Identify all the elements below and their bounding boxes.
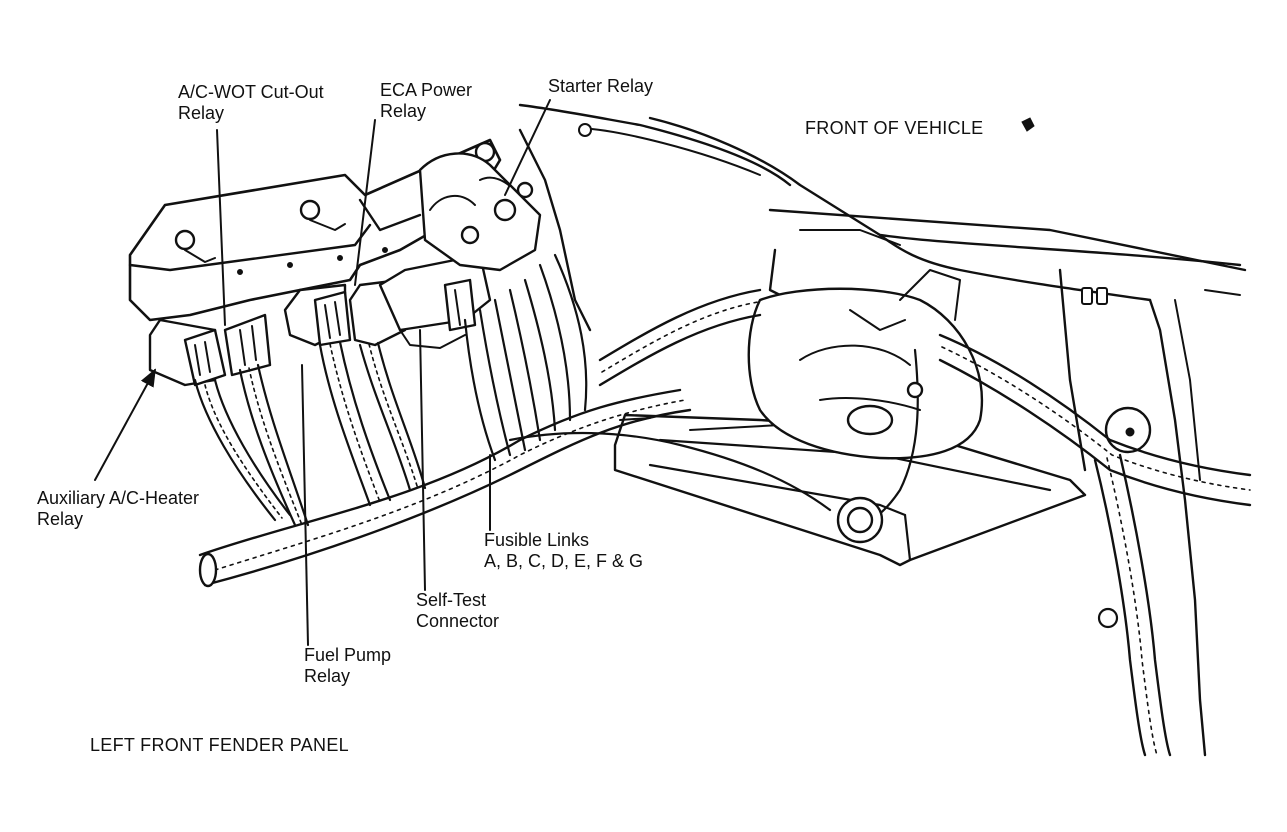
battery-tray — [613, 413, 1087, 567]
wiring-harness — [193, 253, 1252, 757]
fusible-links-label: Fusible Links A, B, C, D, E, F & G — [484, 530, 644, 571]
aux-ac-heater-relay-label: Auxiliary A/C-Heater Relay — [37, 488, 200, 529]
location-label: LEFT FRONT FENDER PANEL — [90, 735, 349, 755]
booster-assembly — [747, 269, 984, 460]
ac-wot-relay-label: A/C-WOT Cut-Out Relay — [178, 82, 324, 123]
relay-connectors — [148, 253, 492, 387]
self-test-connector-label: Self-Test Connector — [416, 590, 500, 631]
callout-leaders — [94, 99, 551, 646]
starter-relay-label: Starter Relay — [548, 76, 654, 96]
front-direction-marker — [1021, 117, 1035, 132]
fender-body-panels — [518, 103, 1247, 757]
eca-power-relay-label: ECA Power Relay — [380, 80, 473, 121]
front-of-vehicle-label: FRONT OF VEHICLE — [805, 118, 984, 138]
fuel-pump-relay-label: Fuel Pump Relay — [304, 645, 392, 686]
starter-relay-area — [418, 152, 542, 272]
